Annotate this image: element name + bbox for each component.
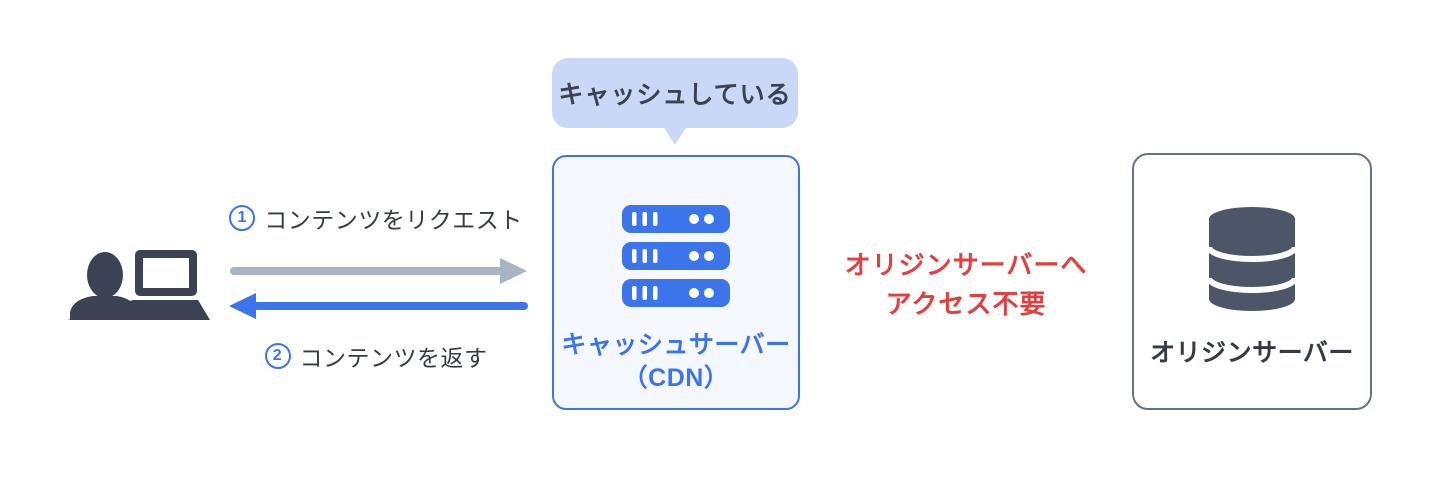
origin-server-box: オリジンサーバー — [1132, 153, 1372, 410]
server-stack-icon — [622, 205, 730, 307]
response-arrow — [256, 302, 528, 310]
speech-bubble: キャッシュしている — [552, 58, 798, 128]
response-label-text: コンテンツを返す — [299, 345, 488, 371]
speech-bubble-text: キャッシュしている — [558, 81, 792, 109]
step-1-badge: 1 — [229, 205, 256, 231]
request-label-text: コンテンツをリクエスト — [264, 207, 523, 233]
note-line1: オリジンサーバーへ — [844, 250, 1088, 280]
speech-bubble-tail — [663, 126, 687, 145]
cache-server-box: キャッシュサーバー （CDN） — [552, 155, 800, 410]
database-icon — [1206, 207, 1298, 311]
no-origin-access-note: オリジンサーバーへ アクセス不要 — [840, 246, 1092, 324]
request-arrow — [230, 267, 502, 275]
request-arrow-head — [500, 258, 527, 284]
cache-server-label-line1: キャッシュサーバー — [561, 331, 791, 359]
cache-server-label: キャッシュサーバー （CDN） — [561, 329, 790, 395]
response-flow-label: 2 コンテンツを返す — [222, 339, 530, 373]
response-arrow-head — [229, 293, 256, 319]
note-line2: アクセス不要 — [885, 289, 1047, 319]
person-laptop-icon — [65, 242, 215, 322]
step-2-badge: 2 — [264, 343, 291, 369]
origin-server-label: オリジンサーバー — [1150, 339, 1354, 367]
request-flow-label: 1 コンテンツをリクエスト — [222, 201, 530, 235]
cache-server-label-line2: （CDN） — [622, 364, 730, 392]
